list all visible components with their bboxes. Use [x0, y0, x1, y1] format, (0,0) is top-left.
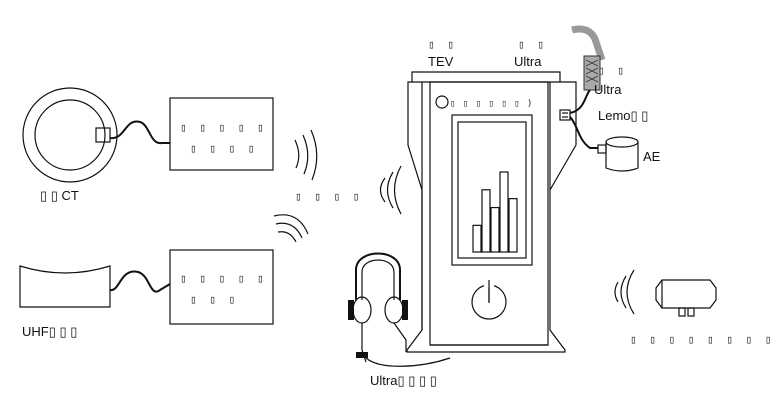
tev-label: TEV — [428, 54, 454, 69]
ae-label: AE — [643, 149, 661, 164]
headphones — [348, 252, 408, 363]
ultra-probe-label: Ultra — [594, 82, 622, 97]
lemo-label: Lemo▯ ▯ — [598, 108, 648, 123]
plug-label: ▯ ▯ ▯ ▯ ▯ ▯ ▯ ▯ ▯ — [630, 333, 782, 346]
ct-sensor — [22, 87, 118, 183]
device-bar-3 — [490, 206, 500, 253]
ct-cable — [109, 120, 170, 145]
ultra-label: Ultra — [514, 54, 542, 69]
device-bar-4 — [499, 171, 509, 253]
tev-top-label: ▯ ▯ — [428, 38, 457, 51]
wireless-label: ▯ ▯ ▯ ▯ — [295, 190, 362, 203]
ultra-top-label: ▯ ▯ — [518, 38, 547, 51]
uhf-cable — [109, 270, 171, 293]
wireless-waves-receiver — [379, 165, 402, 215]
uhf-box-text-1: ▯ ▯ ▯ ▯ ▯ — [180, 272, 267, 285]
headphone-label: Ultra▯ ▯ ▯ ▯ — [370, 373, 437, 388]
ct-collector-box: ▯ ▯ ▯ ▯ ▯ ▯ ▯ ▯ ▯ — [169, 97, 274, 171]
ae-cable — [569, 116, 598, 149]
uhf-sensor — [19, 265, 111, 308]
ct-box-text-2: ▯ ▯ ▯ ▯ — [190, 142, 257, 155]
headphone-cable — [365, 357, 451, 367]
device-bar-1 — [472, 224, 482, 253]
ct-sensor-label: ▯ ▯ CT — [40, 188, 79, 203]
device-screen — [451, 114, 533, 266]
display-indicator: ▯ ▯ ▯ ▯ ▯ ▯ ) — [435, 95, 533, 109]
device-bar-2 — [481, 189, 491, 253]
device-bar-5 — [508, 198, 518, 253]
ct-box-text-1: ▯ ▯ ▯ ▯ ▯ — [180, 121, 267, 134]
display-text: ▯ ▯ ▯ ▯ ▯ ▯ ) — [450, 99, 533, 109]
handheld-device — [406, 71, 577, 353]
device-connector — [559, 109, 571, 121]
ultra-probe-cable — [569, 89, 591, 114]
device-bar-chart — [472, 171, 518, 253]
ultra-probe — [571, 25, 606, 91]
device-screen-inner — [457, 121, 527, 259]
power-button[interactable] — [471, 280, 507, 320]
wireless-waves-plug — [614, 269, 635, 315]
uhf-box-text-2: ▯ ▯ ▯ — [190, 293, 238, 306]
uhf-sensor-label: UHF▯ ▯ ▯ — [22, 324, 77, 339]
uhf-collector-box: ▯ ▯ ▯ ▯ ▯ ▯ ▯ ▯ — [169, 249, 274, 325]
wireless-waves-uhf — [273, 214, 309, 243]
wireless-waves-ct — [294, 129, 318, 181]
ae-sensor — [597, 136, 639, 172]
wireless-plug — [655, 279, 717, 317]
ultra-probe-top-label: ▯ ▯ — [598, 64, 627, 77]
